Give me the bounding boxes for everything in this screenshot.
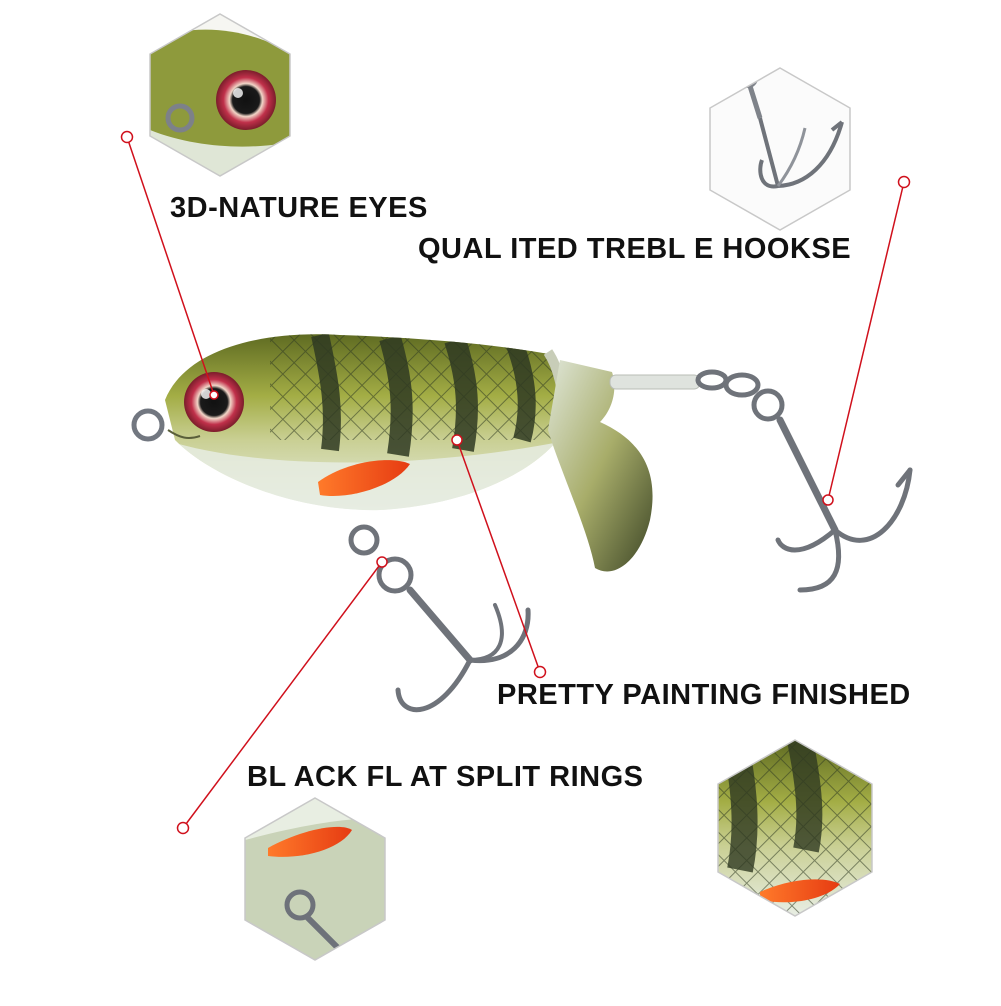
label-treble-hooks: QUAL ITED TREBL E HOOKSE [418, 233, 852, 265]
callout-line-hooks [827, 181, 905, 501]
callout-lines [120, 130, 911, 835]
eye-closeup-hexagon [149, 13, 291, 177]
hook-closeup-hexagon [709, 67, 851, 231]
label-split-rings: BL ACK FL AT SPLIT RINGS [247, 761, 644, 793]
front-treble-hook [348, 524, 531, 713]
split-ring-closeup-hexagon [244, 797, 386, 961]
lure-tail [548, 360, 701, 572]
pectoral-fin [318, 460, 410, 497]
callout-line-rings [182, 561, 383, 829]
label-painting-finished: PRETTY PAINTING FINISHED [497, 679, 911, 711]
label-nature-eyes: 3D-NATURE EYES [170, 192, 428, 224]
lure-eye [184, 372, 244, 432]
painting-closeup-hexagon [717, 739, 873, 917]
rear-treble-hook [695, 369, 913, 593]
callout-line-eyes [126, 136, 215, 396]
callout-line-painting [456, 439, 541, 673]
lure-body [131, 334, 569, 511]
